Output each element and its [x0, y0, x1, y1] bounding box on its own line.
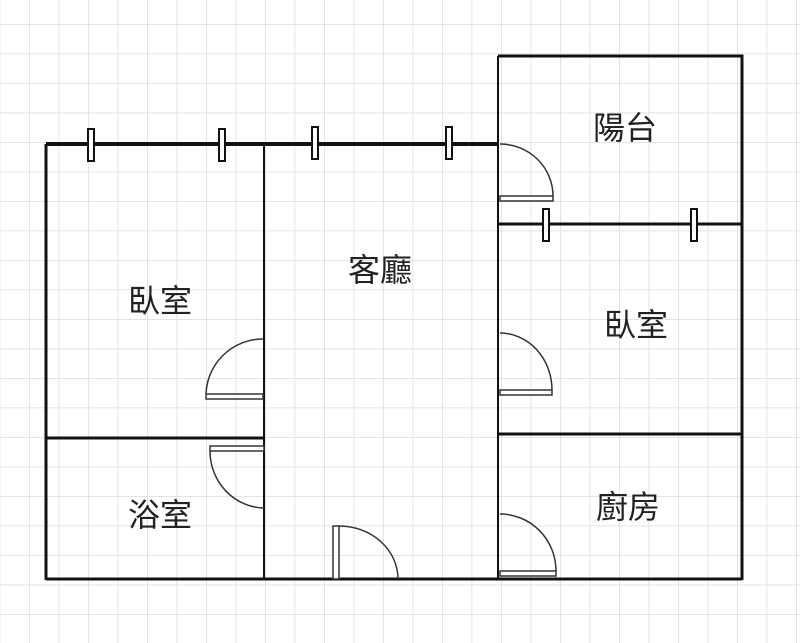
- door-bedroom-left: [205, 338, 264, 400]
- room-label-living-room: 客廳: [348, 251, 412, 289]
- door-bathroom: [209, 445, 265, 509]
- room-label-balcony: 陽台: [593, 109, 657, 147]
- door-entrance: [332, 525, 399, 580]
- door-balcony: [499, 143, 554, 202]
- walls: [44, 54, 744, 581]
- door-kitchen: [499, 513, 557, 577]
- room-label-bathroom: 浴室: [128, 496, 192, 534]
- doors: [205, 143, 557, 580]
- room-label-bedroom-right: 臥室: [604, 306, 668, 344]
- windows: [87, 126, 698, 242]
- door-bedroom-right: [499, 332, 553, 396]
- room-label-kitchen: 廚房: [596, 488, 660, 526]
- room-label-bedroom-left: 臥室: [128, 282, 192, 320]
